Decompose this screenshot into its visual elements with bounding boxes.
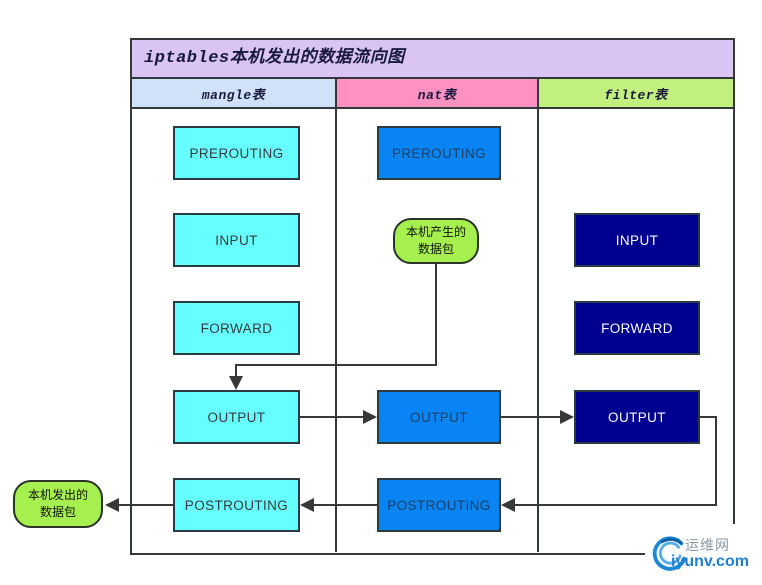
node-filter-forward: FORWARD [574,301,700,355]
terminal-outgoing-line1: 本机发出的 [27,487,88,502]
column-header-nat: nat表 [337,79,539,107]
node-nat-postrouting: POSTROUTING [377,478,501,532]
node-nat-output: OUTPUT [377,390,501,444]
arrowhead-into-nat-postrouting [501,498,515,512]
table-header-row: mangle表 nat表 filter表 [132,79,733,109]
watermark: 运维网 iyunv.com [645,524,762,584]
watermark-site-name: 运维网 [685,537,730,553]
arrowhead-into-outgoing-packet [105,498,119,512]
terminal-generated-line2: 数据包 [417,242,454,256]
terminal-outgoing-line2: 数据包 [39,505,76,519]
watermark-text: 运维网 iyunv.com [671,537,749,571]
flow-line-nat-to-mangle-postrouting [314,504,377,506]
flow-line-generated-down [435,263,437,366]
watermark-site-url: iyunv.com [671,553,749,570]
node-mangle-forward: FORWARD [173,301,300,355]
flow-line-generated-across [235,364,437,366]
column-divider-nat-filter [537,109,539,552]
flow-line-filter-output-down [715,416,717,506]
terminal-generated-line1: 本机产生的 [405,224,466,239]
column-divider-mangle-nat [335,109,337,552]
flow-line-back-to-nat-postrouting [515,504,717,506]
flow-line-generated-stub [235,364,237,378]
flow-line-filter-output-exit [700,416,717,418]
node-filter-input: INPUT [574,213,700,267]
flow-table-frame: iptables本机发出的数据流向图 mangle表 nat表 filter表 [130,38,735,555]
flow-line-mangle-to-nat-output [300,416,364,418]
arrowhead-into-mangle-output [229,376,243,390]
arrowhead-into-filter-output [560,410,574,424]
node-nat-prerouting: PREROUTING [377,126,501,180]
arrowhead-into-nat-output [363,410,377,424]
column-header-filter: filter表 [539,79,733,107]
node-mangle-output: OUTPUT [173,390,300,444]
node-mangle-input: INPUT [173,213,300,267]
flow-line-to-outgoing-packet [119,504,173,506]
node-mangle-postrouting: POSTROUTING [173,478,300,532]
flow-line-nat-to-filter-output [501,416,561,418]
terminal-outgoing-packet: 本机发出的 数据包 [13,480,103,528]
column-header-mangle: mangle表 [132,79,337,107]
arrowhead-into-mangle-postrouting [300,498,314,512]
terminal-generated-packet: 本机产生的 数据包 [393,218,479,264]
diagram-title: iptables本机发出的数据流向图 [132,40,733,79]
node-mangle-prerouting: PREROUTING [173,126,300,180]
node-filter-output: OUTPUT [574,390,700,444]
watermark-logo-icon [652,536,687,571]
